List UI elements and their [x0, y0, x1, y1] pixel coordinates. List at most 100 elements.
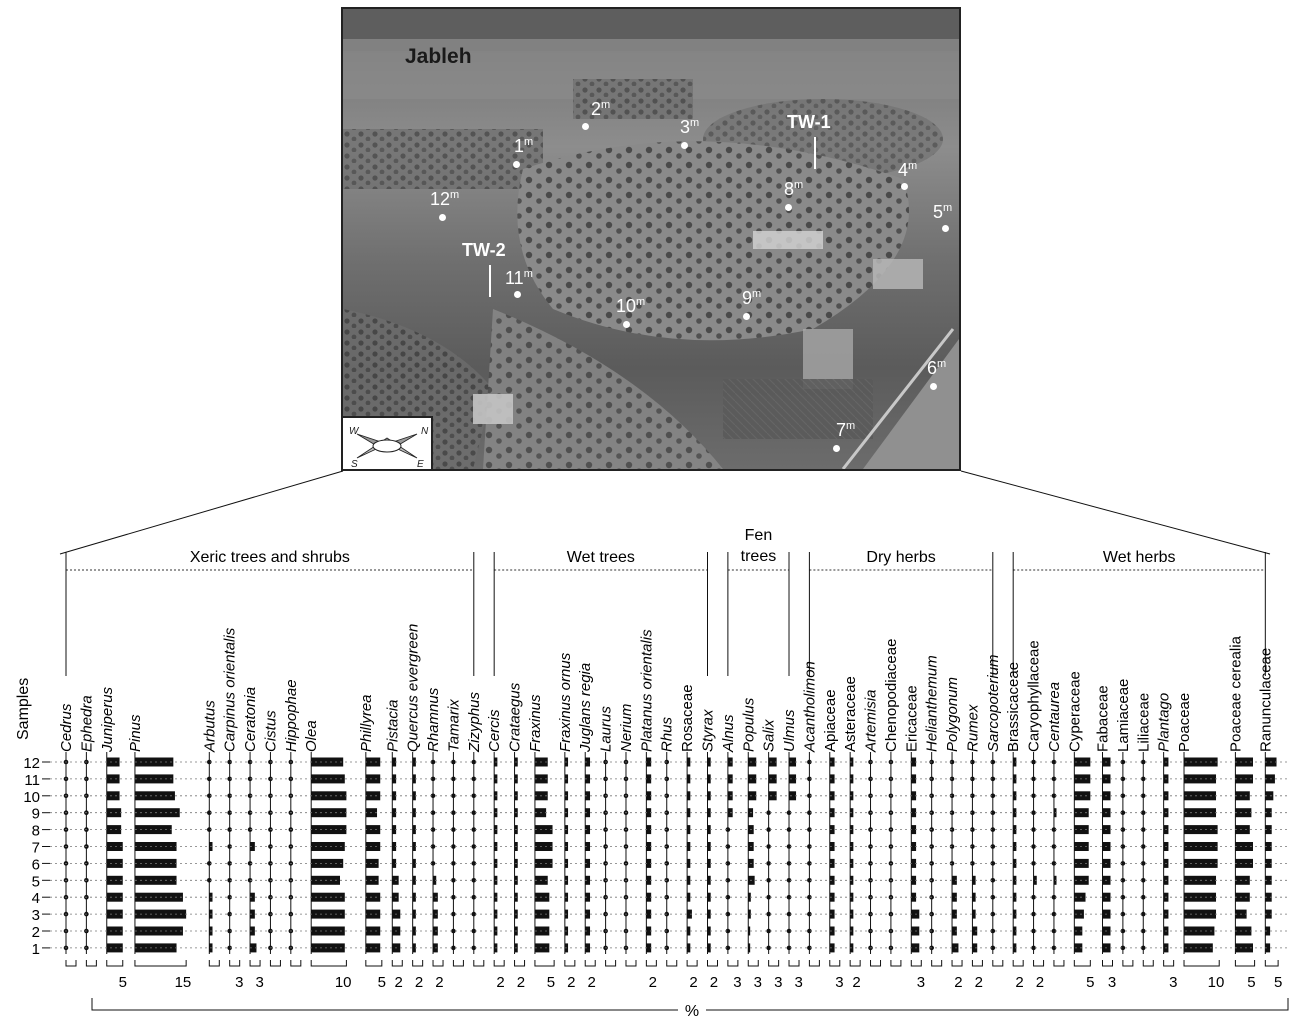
- pollen-bar: [768, 774, 777, 784]
- taxon-label: Pistacia: [384, 699, 401, 752]
- trench-line-tw2: [489, 265, 491, 297]
- taxon-label: Crataegus: [507, 682, 524, 752]
- presence-dot: [471, 911, 477, 917]
- sample-number: 6: [927, 358, 938, 378]
- pollen-bar: [585, 825, 591, 835]
- pollen-bar: [687, 926, 691, 936]
- presence-dot: [1120, 810, 1126, 815]
- presence-dot: [725, 827, 731, 832]
- taxon-label: Ranunculaceae: [1257, 648, 1274, 752]
- presence-dot: [227, 776, 232, 782]
- scale-tick-label: 2: [395, 974, 403, 991]
- presence-dot: [990, 894, 996, 900]
- sample-number: 3: [680, 117, 691, 137]
- pollen-bar: [829, 842, 835, 851]
- presence-dot: [227, 793, 232, 799]
- taxon-label: Fabaceae: [1095, 685, 1112, 752]
- sample-tick-label: 4: [32, 890, 40, 907]
- presence-dot: [471, 827, 477, 832]
- pollen-bar: [1265, 791, 1274, 801]
- pollen-bar: [707, 943, 711, 953]
- sample-point-label: 11m: [505, 268, 533, 289]
- presence-dot: [725, 945, 731, 951]
- taxon-column: Zizyphus: [466, 691, 485, 967]
- taxon-label: Arbutus: [201, 700, 218, 753]
- scale-tick-label: 2: [415, 974, 423, 991]
- presence-dot: [1120, 878, 1126, 883]
- scale-bracket: [727, 960, 739, 967]
- percent-axis: %: [91, 998, 1289, 1019]
- scale-tick-label: 2: [567, 974, 575, 991]
- presence-dot: [1051, 827, 1057, 832]
- taxon-column: Rhus: [659, 716, 678, 967]
- sample-superscript: m: [450, 189, 460, 201]
- scale-bracket: [290, 960, 302, 967]
- pollen-bar: [789, 791, 797, 801]
- scale-bracket: [870, 960, 882, 967]
- presence-dot: [451, 878, 456, 883]
- scale-tick-label: 3: [235, 974, 243, 991]
- pollen-bar: [911, 842, 917, 851]
- scale-bracket: [747, 960, 759, 967]
- presence-dot: [725, 844, 731, 849]
- pollen-bar: [311, 909, 345, 919]
- pollen-bar: [748, 909, 751, 919]
- pollen-bar: [106, 858, 123, 868]
- sample-point-marker: [930, 383, 937, 390]
- taxon-label: Apiaceae: [822, 689, 839, 752]
- taxon-column: Quercus evergreen 2: [405, 624, 424, 991]
- presence-dot: [766, 945, 771, 951]
- pollen-bar: [392, 791, 397, 801]
- pollen-bar: [311, 757, 344, 767]
- presence-dot: [1051, 759, 1057, 765]
- scale-bracket: [992, 960, 1004, 967]
- presence-dot: [1031, 844, 1036, 849]
- presence-dot: [1031, 810, 1036, 815]
- presence-dot: [471, 776, 477, 782]
- sample-point-marker: [942, 225, 949, 232]
- pollen-bar: [106, 892, 123, 902]
- presence-dot: [786, 844, 792, 849]
- sample-point-marker: [743, 313, 750, 320]
- presence-dot: [451, 911, 456, 917]
- pollen-bar: [687, 842, 691, 851]
- pollen-bar: [1013, 858, 1017, 868]
- sample-number: 1: [514, 136, 525, 156]
- presence-dot: [430, 776, 436, 782]
- connector-lines: [59, 470, 1271, 555]
- pollen-bar: [687, 943, 691, 953]
- presence-dot: [970, 844, 975, 849]
- pollen-bar: [412, 774, 416, 784]
- presence-dot: [990, 945, 996, 951]
- presence-dot: [227, 878, 232, 883]
- presence-dot: [990, 878, 996, 883]
- presence-dot: [1031, 776, 1036, 782]
- taxon-column: Centaurea: [1046, 682, 1065, 967]
- sample-point-label: 10m: [616, 296, 645, 317]
- presence-dot: [1120, 776, 1126, 782]
- taxon-label: Platanus orientalis: [638, 629, 655, 752]
- presence-dot: [725, 861, 731, 866]
- pollen-bar: [829, 943, 835, 953]
- taxon-label: Quercus evergreen: [405, 624, 422, 752]
- pollen-bar: [1235, 875, 1250, 885]
- pollen-bar: [392, 842, 397, 851]
- pollen-bar: [134, 825, 172, 835]
- presence-dot: [766, 827, 771, 832]
- presence-dot: [725, 911, 731, 917]
- scale-bracket: [106, 960, 124, 967]
- presence-dot: [1031, 827, 1036, 832]
- pollen-bar: [365, 892, 381, 902]
- pollen-bar: [1235, 808, 1252, 818]
- sample-point-marker: [623, 321, 630, 328]
- presence-dot: [970, 861, 975, 866]
- presence-dot: [786, 861, 792, 866]
- pollen-bar: [585, 858, 591, 868]
- sample-superscript: m: [943, 202, 953, 214]
- pollen-bar: [1013, 842, 1017, 851]
